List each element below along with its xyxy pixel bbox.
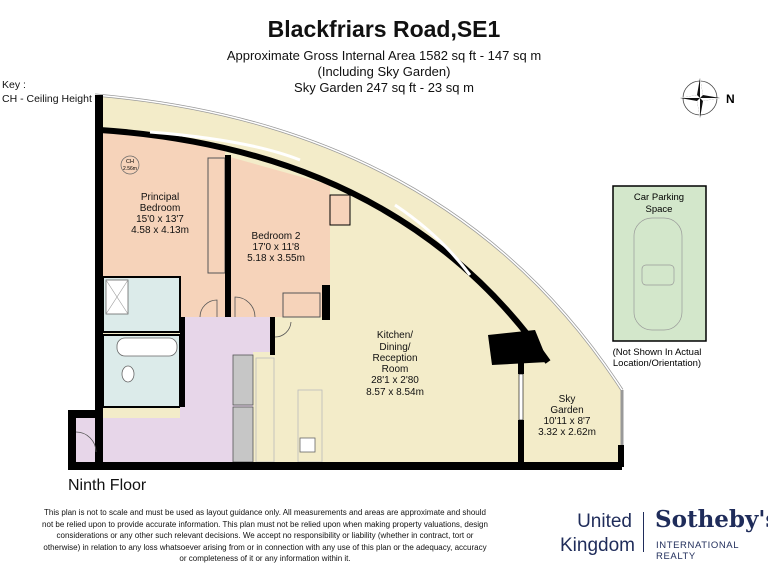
sky-garden-imperial: 10'11 x 8'7	[543, 416, 590, 427]
logo-divider	[643, 512, 644, 552]
principal-bedroom-metric: 4.58 x 4.13m	[131, 225, 189, 236]
key-legend: Key : CH - Ceiling Height	[2, 78, 92, 106]
sky-garden-label-1: Sky	[559, 394, 576, 405]
kitchen-label-1: Kitchen/	[377, 330, 413, 341]
principal-bedroom-label: Principal	[141, 192, 179, 203]
bedroom-2-metric: 5.18 x 3.55m	[247, 253, 305, 264]
sky-garden-area: Sky Garden 247 sq ft - 23 sq m	[294, 80, 474, 95]
kitchen-label-3: Reception	[372, 353, 417, 364]
parking-label-2: Space	[646, 204, 673, 215]
bedroom-2-label: Bedroom 2	[252, 231, 301, 242]
ceiling-height-label: CH	[126, 159, 134, 165]
hallway	[68, 317, 272, 462]
parking-note-1: (Not Shown In Actual	[613, 347, 702, 358]
principal-bedroom-imperial: 15'0 x 13'7	[136, 214, 184, 225]
sky-garden-label-2: Garden	[550, 405, 583, 416]
logo-region-2: Kingdom	[560, 535, 635, 556]
key-label: Key :	[2, 79, 26, 91]
principal-bedroom-label-2: Bedroom	[140, 203, 181, 214]
logo-region-1: United	[577, 511, 632, 532]
logo-tagline: INTERNATIONAL REALTY	[656, 540, 739, 562]
gross-area: Approximate Gross Internal Area 1582 sq …	[226, 48, 542, 63]
key-item: CH - Ceiling Height	[2, 93, 92, 105]
closet	[232, 354, 254, 406]
hob-icon	[299, 437, 316, 453]
logo-region: United Kingdom	[560, 510, 635, 558]
kitchen-label-2: Dining/	[379, 342, 410, 353]
plan-title: Blackfriars Road,SE1	[267, 16, 501, 42]
kitchen-metric: 8.57 x 8.54m	[366, 387, 424, 398]
parking-note-2: Location/Orientation)	[613, 358, 701, 369]
including-note: (Including Sky Garden)	[317, 64, 451, 79]
car-parking-space	[612, 185, 707, 342]
door-swings	[75, 296, 292, 453]
principal-bedroom	[103, 128, 225, 317]
car-icon	[633, 217, 683, 331]
kitchen-imperial: 28'1 x 2'80	[371, 375, 419, 386]
bedroom-2-imperial: 17'0 x 11'8	[252, 242, 299, 253]
parking-label-1: Car Parking	[634, 192, 684, 203]
logo-brand: Sotheby's	[655, 506, 768, 533]
bedroom-2	[230, 157, 330, 317]
floor-label: Ninth Floor	[68, 477, 147, 494]
closet	[232, 406, 254, 463]
compass-letter: N	[726, 92, 735, 106]
sky-garden-metric: 3.32 x 2.62m	[538, 427, 596, 438]
ceiling-height-value: 2.56m	[123, 166, 137, 172]
kitchen-label-4: Room	[382, 364, 409, 375]
disclaimer: This plan is not to scale and must be us…	[42, 508, 488, 563]
compass-icon: N	[680, 78, 735, 118]
